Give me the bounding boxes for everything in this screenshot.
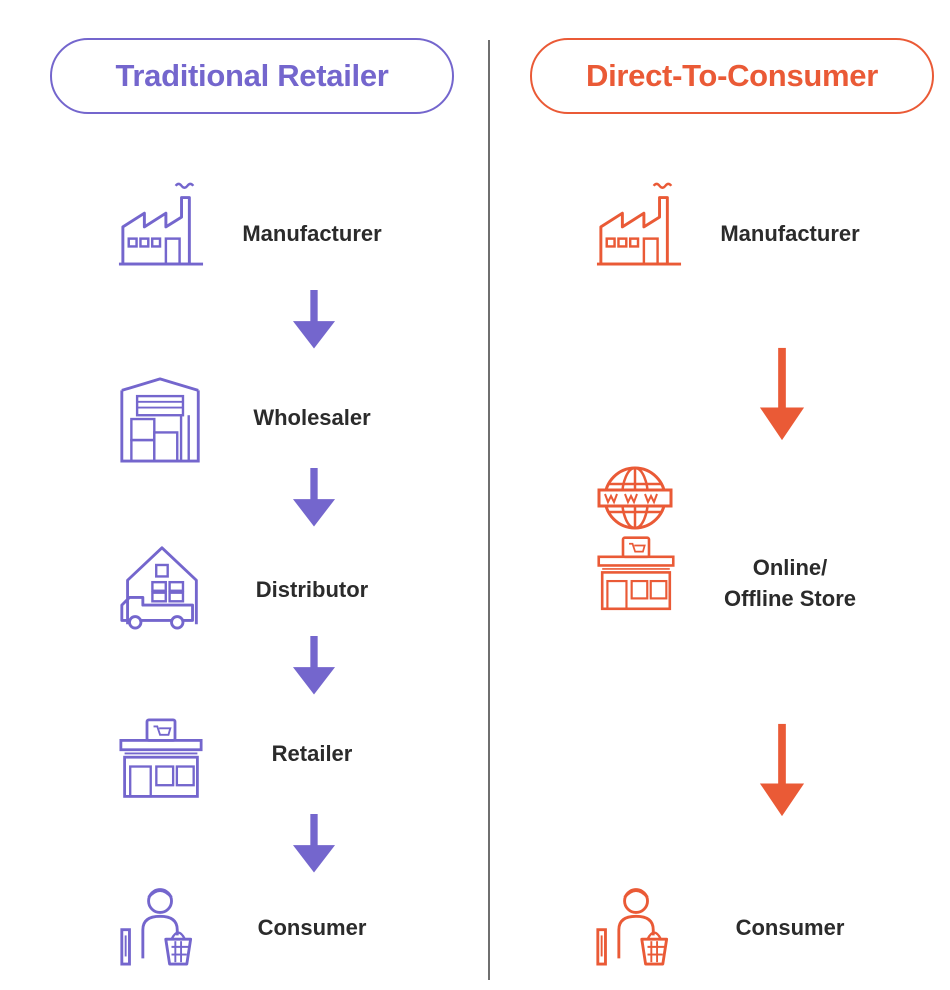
- traditional-retailer-title: Traditional Retailer: [50, 38, 454, 114]
- factory-icon: [595, 182, 683, 266]
- traditional-retailer-label: Retailer: [271, 741, 353, 766]
- dtc-consumer-label: Consumer: [735, 915, 845, 940]
- direct-to-consumer-title: Direct-To-Consumer: [530, 38, 934, 114]
- traditional-manufacturer-label: Manufacturer: [242, 221, 382, 246]
- dtc-store-label: Online/ Offline Store: [700, 552, 880, 614]
- column-divider: [488, 40, 490, 980]
- traditional-distributor-label: Distributor: [255, 577, 369, 602]
- shop-icon: [119, 718, 203, 798]
- arrow-down-icon: [292, 468, 336, 527]
- shopper-with-basket-icon: [120, 888, 193, 966]
- dtc-manufacturer-label: Manufacturer: [720, 221, 860, 246]
- dtc-store-label-line1: Online/: [752, 555, 828, 580]
- traditional-consumer-label: Consumer: [257, 915, 367, 940]
- arrow-down-icon: [759, 347, 805, 441]
- shop-icon: [597, 536, 675, 611]
- arrow-down-icon: [292, 290, 336, 349]
- globe-icon: [597, 466, 673, 530]
- warehouse-icon: [120, 377, 200, 463]
- shopper-with-basket-icon: [596, 888, 669, 966]
- traditional-wholesaler-label: Wholesaler: [253, 405, 371, 430]
- factory-icon: [117, 182, 205, 266]
- dtc-store-label-line2: Offline Store: [723, 586, 856, 611]
- arrow-down-icon: [292, 814, 336, 873]
- delivery-truck-warehouse-icon: [120, 546, 198, 630]
- arrow-down-icon: [759, 723, 805, 817]
- arrow-down-icon: [292, 636, 336, 695]
